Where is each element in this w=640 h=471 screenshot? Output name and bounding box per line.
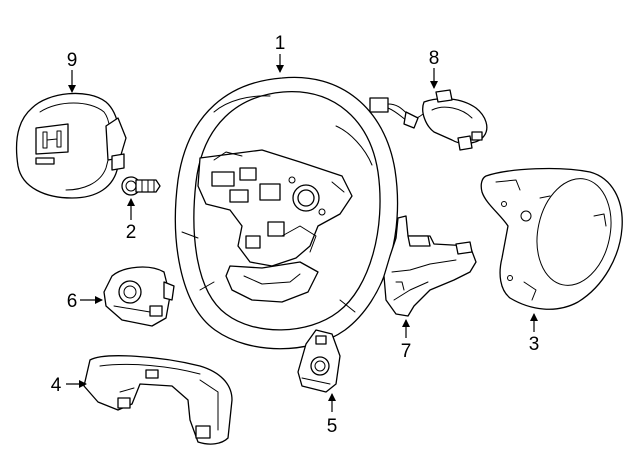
- switch-right-part: [103, 266, 175, 327]
- rear-cover-part: [480, 167, 623, 310]
- airbag-module-part: [15, 92, 127, 199]
- callout-7: 7: [401, 341, 412, 362]
- callout-1: 1: [275, 33, 286, 54]
- bolt-part: [121, 176, 161, 196]
- callout-5: 5: [327, 416, 338, 437]
- switch-left-part: [297, 329, 341, 393]
- lower-cover-part: [83, 355, 233, 445]
- callout-9: 9: [67, 50, 78, 71]
- callout-6: 6: [67, 291, 78, 312]
- callout-2: 2: [126, 222, 137, 243]
- steering-wheel-part: [174, 76, 399, 350]
- callout-3: 3: [529, 334, 540, 355]
- wire-harness-part: [369, 89, 488, 151]
- callout-4: 4: [51, 375, 62, 396]
- callout-8: 8: [429, 48, 440, 69]
- garnish-part: [383, 215, 477, 317]
